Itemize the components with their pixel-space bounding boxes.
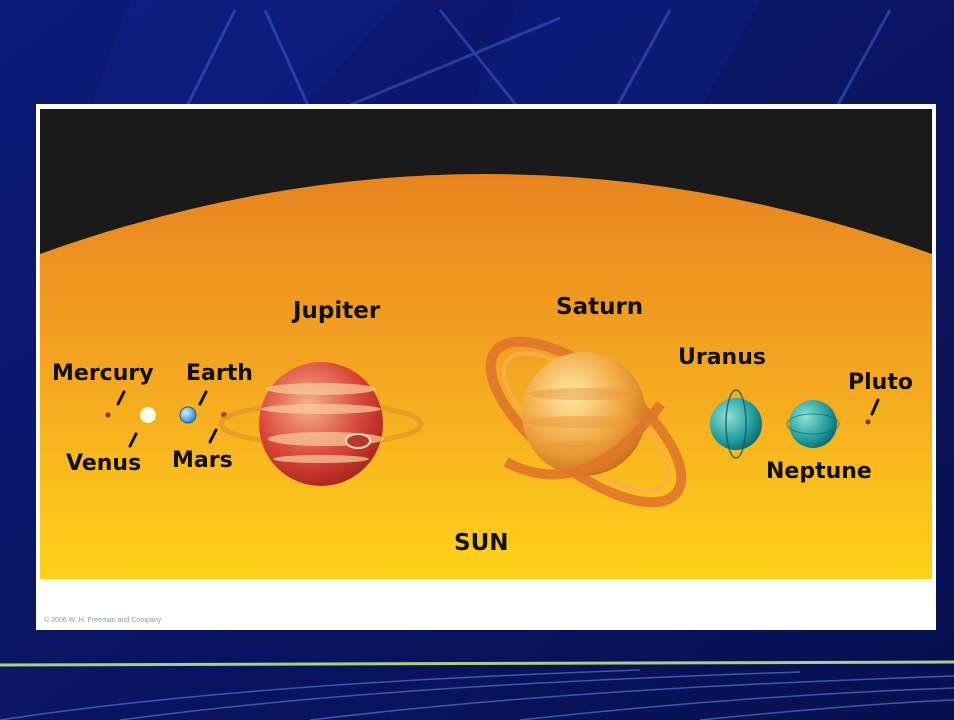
uranus-label: Uranus: [678, 347, 766, 369]
venus-label: Venus: [66, 453, 141, 475]
sun-surface: [40, 174, 932, 579]
pluto-label: Pluto: [848, 372, 913, 394]
earth-label: Earth: [186, 363, 253, 385]
sun-label: SUN: [454, 532, 509, 555]
neptune-label: Neptune: [766, 461, 872, 483]
mercury-label: Mercury: [52, 363, 154, 385]
saturn-planet: [522, 352, 646, 476]
earth-planet: [180, 407, 196, 423]
venus-planet: [140, 407, 156, 423]
jupiter-planet: [259, 362, 383, 486]
pluto-planet: [866, 420, 871, 425]
neptune-planet: [789, 400, 837, 448]
saturn-label: Saturn: [556, 296, 643, 319]
image-credit: © 2006 W. H. Freeman and Company: [44, 617, 161, 624]
uranus-planet: [710, 398, 762, 450]
mercury-planet: [106, 413, 111, 418]
solar-system-figure: Mercury Venus Earth Mars Jupiter Saturn …: [36, 104, 936, 630]
mars-label: Mars: [172, 450, 233, 472]
jupiter-label: Jupiter: [293, 300, 380, 323]
